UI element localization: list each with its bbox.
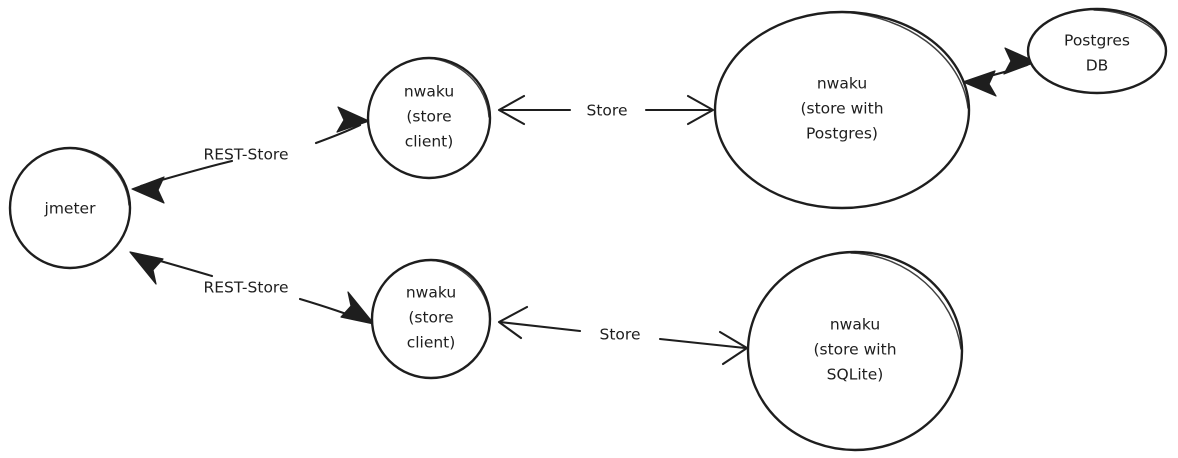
node-shape-sketch-overlay <box>850 252 962 350</box>
node-nwaku-store-client-top[interactable]: nwaku (store client) <box>366 56 492 180</box>
node-nwaku-store-sqlite[interactable]: nwaku (store with SQLite) <box>746 250 964 452</box>
node-label-line-1: nwaku <box>830 316 880 334</box>
node-label-line-2: DB <box>1086 57 1109 75</box>
node-nwaku-store-postgres[interactable]: nwaku (store with Postgres) <box>713 10 971 210</box>
node-label-line-3: client) <box>405 133 454 151</box>
edge-postgres-db[interactable] <box>962 47 1037 97</box>
node-label-line-3: Postgres) <box>806 125 878 143</box>
arrowhead-open <box>686 94 715 126</box>
node-postgres-db[interactable]: Postgres DB <box>1026 7 1168 95</box>
edge-store-top[interactable]: Store <box>497 94 715 126</box>
node-label-line-1: nwaku <box>404 83 454 101</box>
edge-line <box>658 337 747 350</box>
node-shape-sketch-overlay <box>428 259 491 319</box>
node-shape-sketch-overlay <box>426 57 490 118</box>
arrowhead-solid <box>340 291 375 325</box>
node-label-line-1: nwaku <box>406 284 456 302</box>
node-label-line-2: (store with <box>813 341 896 359</box>
node-label-line-3: SQLite) <box>827 366 884 384</box>
edge-line <box>314 123 362 145</box>
arrowhead-open <box>497 94 526 126</box>
edge-store-bottom[interactable]: Store <box>497 305 749 366</box>
node-label-jmeter: jmeter <box>44 200 97 218</box>
arrowhead-solid <box>131 176 165 204</box>
arrowhead-solid <box>962 70 997 97</box>
node-jmeter[interactable]: jmeter <box>8 146 132 270</box>
edge-rest-store-bottom[interactable]: REST-Store <box>129 251 375 325</box>
edge-label-store-top: Store <box>587 102 628 120</box>
node-shape-ellipse <box>1026 7 1168 95</box>
edge-label-rest-store-bottom: REST-Store <box>203 279 288 297</box>
node-label-line-1: Postgres <box>1064 32 1130 50</box>
node-nwaku-store-client-bottom[interactable]: nwaku (store client) <box>370 258 492 380</box>
node-label-line-2: (store with <box>800 100 883 118</box>
node-shape-sketch-overlay <box>1093 9 1167 51</box>
node-shape-sketch-overlay <box>837 11 969 109</box>
node-label-line-1: nwaku <box>817 75 867 93</box>
arrowhead-solid <box>129 251 164 285</box>
node-label-line-3: client) <box>407 334 456 352</box>
edge-label-rest-store-top: REST-Store <box>203 146 288 164</box>
node-label-line-2: (store <box>406 108 451 126</box>
node-shape-circle <box>746 250 964 452</box>
arrowhead-solid <box>1003 47 1037 75</box>
node-shape-sketch-overlay <box>67 147 130 206</box>
edge-rest-store-top[interactable]: REST-Store <box>131 106 370 204</box>
node-label-line-2: (store <box>408 309 453 327</box>
edge-label-store-bottom: Store <box>600 326 641 344</box>
arrowhead-open <box>497 305 529 340</box>
arrowhead-solid <box>336 106 370 133</box>
edge-line <box>498 320 582 333</box>
